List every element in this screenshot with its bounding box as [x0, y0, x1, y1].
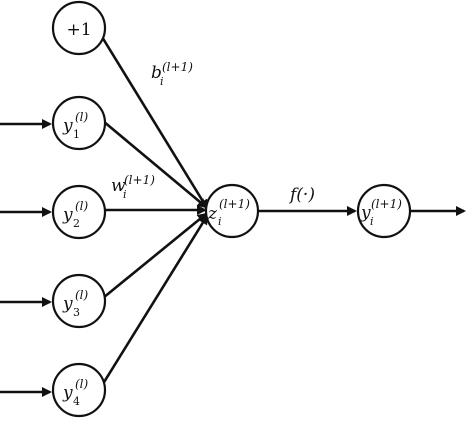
svg-text:2: 2: [73, 217, 80, 230]
bias-edge: [97, 31, 209, 210]
svg-text:(l): (l): [75, 377, 89, 391]
input-node-2-label: y 2 (l): [62, 199, 89, 230]
svg-text:(l): (l): [75, 199, 89, 213]
svg-text:y: y: [360, 203, 371, 223]
svg-text:(l): (l): [75, 110, 89, 124]
bias-node-label: +1: [66, 20, 91, 40]
svg-text:z: z: [207, 204, 218, 224]
bias-weight-label: b i (l+1): [151, 60, 193, 88]
svg-text:b: b: [151, 63, 162, 83]
edge-input-3: [102, 212, 208, 300]
svg-text:y: y: [62, 383, 73, 403]
input-weight-label: w i (l+1): [111, 173, 155, 201]
activation-function-label: f(·): [288, 185, 315, 205]
svg-text:y: y: [62, 116, 73, 136]
svg-text:1: 1: [73, 128, 80, 141]
svg-text:(l+1): (l+1): [124, 173, 155, 187]
output-node: [356, 183, 412, 239]
output-node-label: y i (l+1): [360, 197, 402, 228]
svg-text:3: 3: [73, 306, 80, 319]
svg-text:y: y: [62, 294, 73, 314]
input-node-3: [51, 273, 107, 329]
input-node-4: [51, 362, 107, 418]
svg-text:w: w: [111, 176, 126, 196]
input-node-1: [51, 95, 107, 151]
svg-text:i: i: [370, 215, 374, 228]
svg-text:i: i: [160, 75, 164, 88]
svg-text:(l+1): (l+1): [162, 60, 193, 74]
svg-text:(l+1): (l+1): [371, 197, 402, 211]
input-node-3-label: y 3 (l): [62, 288, 89, 319]
input-node-4-label: y 4 (l): [62, 377, 89, 408]
edge-input-1: [102, 120, 208, 209]
svg-text:i: i: [123, 188, 127, 201]
sum-node-label: z i (l+1): [207, 197, 250, 228]
svg-text:(l+1): (l+1): [219, 197, 250, 211]
input-node-2: [51, 184, 107, 240]
svg-text:y: y: [62, 205, 73, 225]
bias-node: [51, 0, 107, 56]
edge-input-4: [99, 214, 209, 388]
sum-node: [204, 183, 260, 239]
svg-text:i: i: [218, 215, 222, 228]
svg-text:(l): (l): [75, 288, 89, 302]
svg-text:4: 4: [73, 395, 80, 408]
input-node-1-label: y 1 (l): [62, 110, 89, 141]
